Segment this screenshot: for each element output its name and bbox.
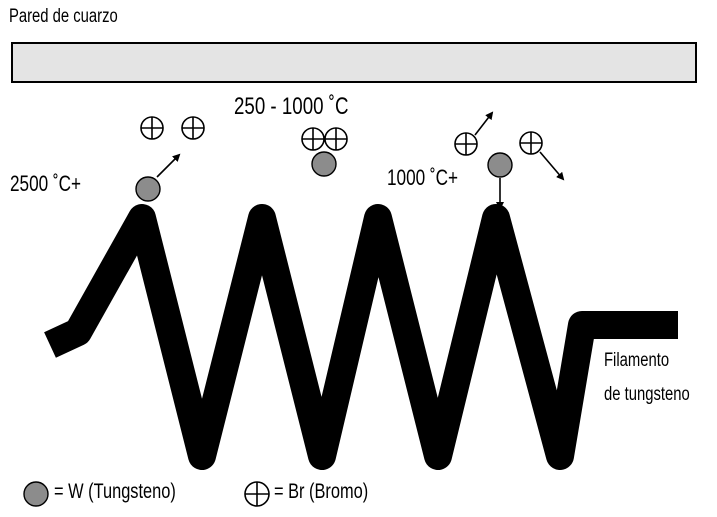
temperature-middle-label: 250 - 1000 ˚C [234, 93, 349, 120]
tungsten-atom [135, 176, 161, 202]
bromine-atom [519, 131, 543, 155]
bromine-atom [324, 127, 348, 151]
arrow [156, 153, 181, 178]
arrow [474, 111, 494, 136]
legend-bromine-label: = Br (Bromo) [274, 480, 369, 503]
legend-tungsten-icon [23, 481, 49, 507]
tungsten-atom [311, 151, 337, 177]
legend-tungsten-label: = W (Tungsteno) [54, 480, 176, 503]
bromine-atom [140, 116, 164, 140]
bromine-atom [454, 132, 478, 156]
legend-bromine-icon [244, 481, 270, 507]
temperature-right-label: 1000 ˚C+ [387, 165, 459, 190]
bromine-atom [301, 127, 325, 151]
tungsten-filament [44, 204, 678, 470]
temperature-left-label: 2500 ˚C+ [10, 171, 82, 196]
quartz-wall [11, 42, 697, 83]
quartz-wall-label: Pared de cuarzo [9, 6, 118, 27]
bromine-atom [181, 116, 205, 140]
filament-label-line1: Filamento [604, 350, 670, 371]
filament-label-line2: de tungsteno [604, 384, 690, 405]
tungsten-atom [487, 152, 513, 178]
arrow [539, 151, 565, 181]
